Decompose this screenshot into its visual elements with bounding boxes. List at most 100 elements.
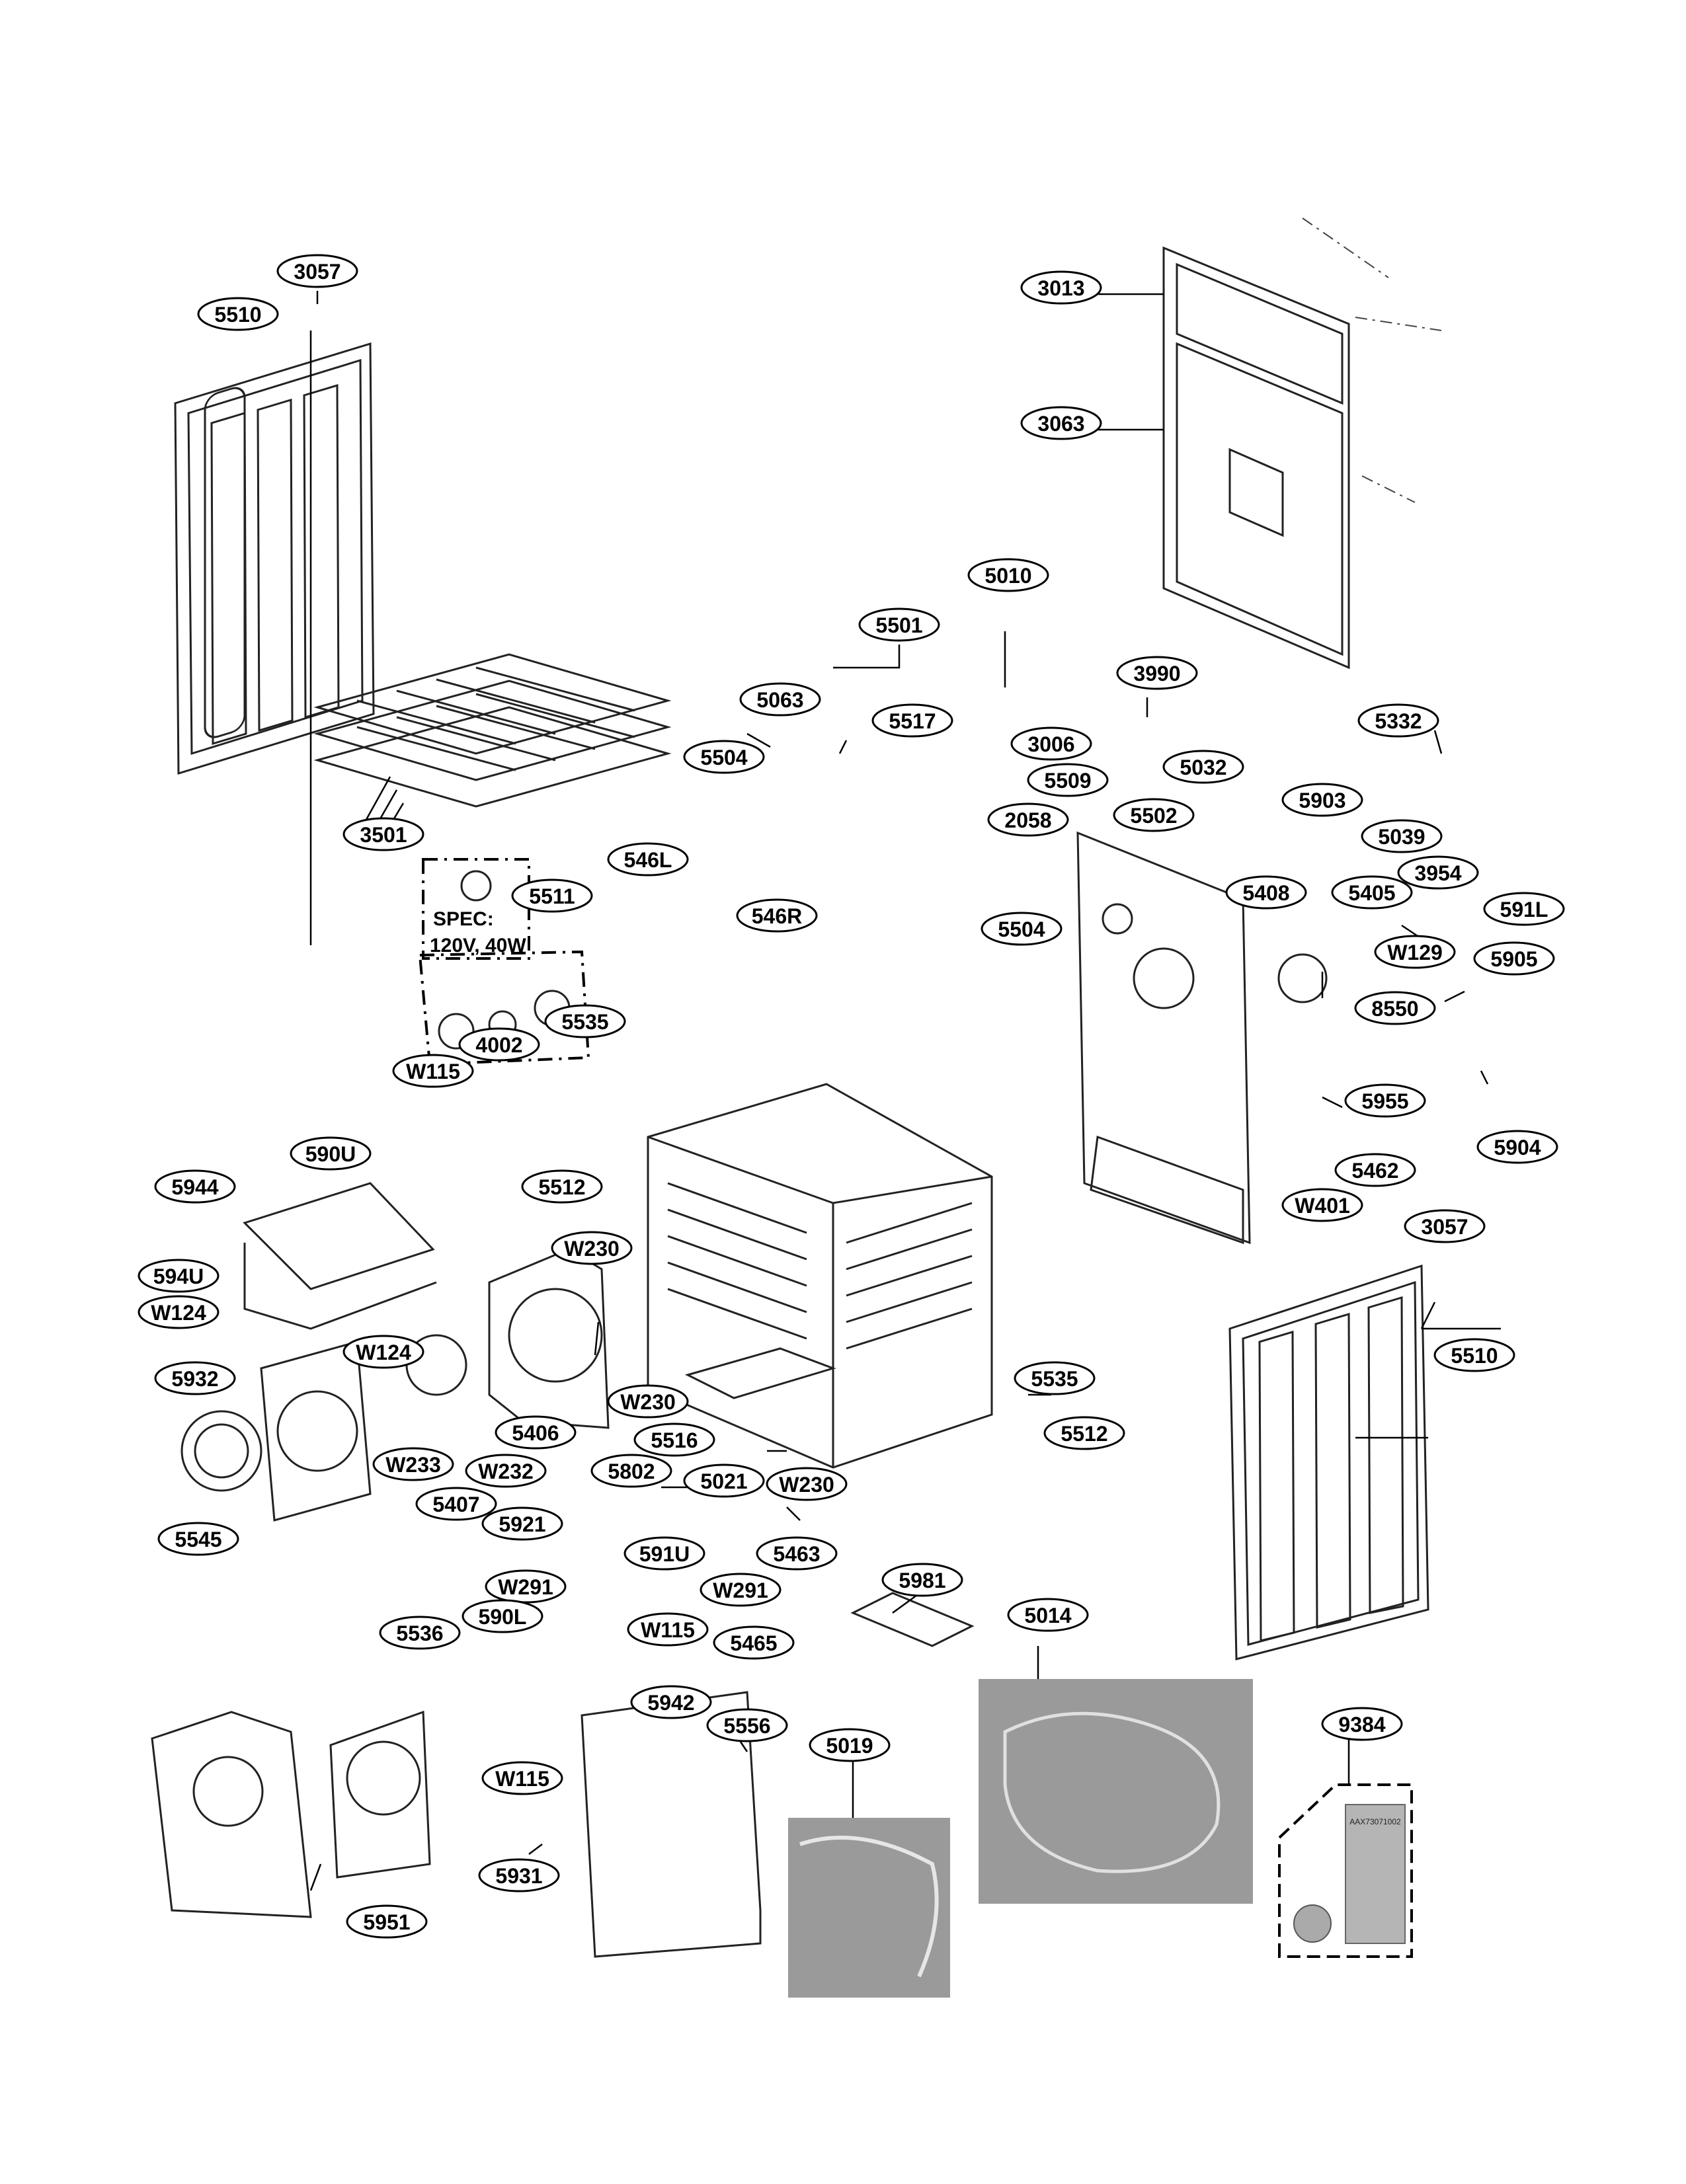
wire-harness-photo-5019 [788,1818,950,1998]
broil-element-housing [243,1182,437,1330]
callout-label: 5904 [1494,1136,1541,1159]
callout-w124-mid: W124 [342,1335,424,1369]
callout-label: W401 [1295,1194,1350,1218]
callout-label: 5921 [499,1512,545,1536]
callout-5407: 5407 [415,1487,497,1521]
callout-5332: 5332 [1357,703,1439,738]
callout-5462: 5462 [1334,1153,1416,1187]
callout-5405: 5405 [1331,875,1413,910]
callout-label: 5951 [363,1910,410,1934]
callout-label: 9384 [1338,1713,1385,1736]
callout-5556: 5556 [706,1708,788,1742]
callout-5921: 5921 [481,1506,563,1541]
callout-label: 3954 [1414,861,1461,885]
callout-5509: 5509 [1027,763,1109,797]
callout-w129: W129 [1374,935,1456,969]
callout-5510-right: 5510 [1433,1338,1515,1372]
callout-w230-b: W230 [607,1384,689,1419]
callout-5944: 5944 [154,1169,236,1204]
callout-label: 5932 [171,1367,218,1391]
callout-5535-right: 5535 [1014,1361,1096,1395]
callout-label: W230 [564,1237,620,1261]
callout-w233: W233 [372,1447,454,1481]
callout-label: 3006 [1027,732,1074,756]
callout-label: 2058 [1004,808,1051,832]
callout-label: 590L [479,1605,527,1629]
callout-5512-left: 5512 [521,1169,603,1204]
callout-3954: 3954 [1397,855,1479,890]
callout-5955: 5955 [1344,1083,1426,1118]
callout-3990: 3990 [1116,656,1198,690]
callout-3501: 3501 [342,817,424,851]
callout-591u: 591U [623,1536,705,1571]
callout-label: 5063 [756,688,803,712]
callout-layer: 3057551030133063350150105501399050635517… [138,254,1565,1939]
callout-5463: 5463 [756,1536,838,1571]
callout-3013: 3013 [1020,270,1102,305]
callout-2058: 2058 [987,802,1069,837]
callout-label: 591L [1500,898,1548,921]
callout-label: 5019 [826,1734,873,1758]
back-panel [1162,217,1442,670]
wire-harness-photo-5014 [979,1679,1253,1904]
callout-label: 546R [752,904,803,928]
callout-label: 546L [624,848,672,872]
callout-w230-c: W230 [766,1467,848,1501]
callout-label: 5504 [700,746,747,769]
callout-5932: 5932 [154,1361,236,1395]
callout-5465: 5465 [713,1625,795,1660]
callout-label: 5406 [512,1421,559,1445]
callout-5501: 5501 [858,607,940,642]
callout-label: W124 [151,1301,206,1325]
callout-label: 5931 [495,1864,542,1888]
callout-label: 5408 [1242,881,1289,905]
callout-5406: 5406 [495,1415,577,1450]
callout-w232: W232 [465,1454,547,1488]
callout-label: 5556 [723,1714,770,1738]
callout-label: W232 [478,1460,534,1483]
callout-8550: 8550 [1354,991,1436,1025]
callout-label: 5510 [1451,1344,1498,1368]
callout-5545: 5545 [157,1522,239,1556]
callout-label: 5942 [647,1691,694,1715]
callout-label: W115 [495,1767,549,1791]
callout-label: W291 [498,1575,553,1599]
callout-5981: 5981 [881,1563,963,1597]
callout-label: 3057 [1421,1215,1468,1239]
callout-5063: 5063 [739,682,821,717]
callout-3006: 3006 [1010,726,1092,761]
callout-w115-bottom: W115 [481,1761,563,1795]
callout-label: W129 [1387,941,1443,964]
spec-line-2: 120V, 40W [430,935,526,956]
callout-label: 5512 [538,1175,585,1199]
callout-label: 3990 [1133,662,1180,685]
callout-590l: 590L [462,1599,543,1633]
callout-w291-right: W291 [700,1573,782,1607]
callout-5504-mid: 5504 [981,912,1063,946]
callout-w291-left: W291 [485,1569,567,1604]
lower-cover [151,1710,431,1918]
callout-594u: 594U [138,1259,220,1293]
callout-label: 5535 [561,1010,608,1034]
callout-label: 5944 [171,1175,218,1199]
callout-w115-top: W115 [392,1054,474,1088]
callout-label: 5509 [1044,769,1091,793]
callout-w124-left: W124 [138,1295,220,1329]
tray [850,1592,975,1647]
callout-5802: 5802 [590,1454,672,1488]
callout-label: 5463 [773,1542,820,1566]
callout-5951: 5951 [346,1904,428,1939]
callout-label: 8550 [1371,997,1418,1021]
callout-label: W115 [406,1060,460,1083]
callout-label: 5802 [608,1460,655,1483]
callout-label: 5405 [1348,881,1395,905]
callout-label: W233 [385,1453,441,1477]
leader-lines [309,291,1501,1891]
callout-3057-top: 3057 [276,254,358,288]
callout-label: 5511 [529,884,575,908]
callout-5942: 5942 [630,1685,712,1719]
callout-label: 591U [639,1542,690,1566]
callout-546l: 546L [607,842,689,877]
callout-w115-mid: W115 [627,1612,709,1647]
